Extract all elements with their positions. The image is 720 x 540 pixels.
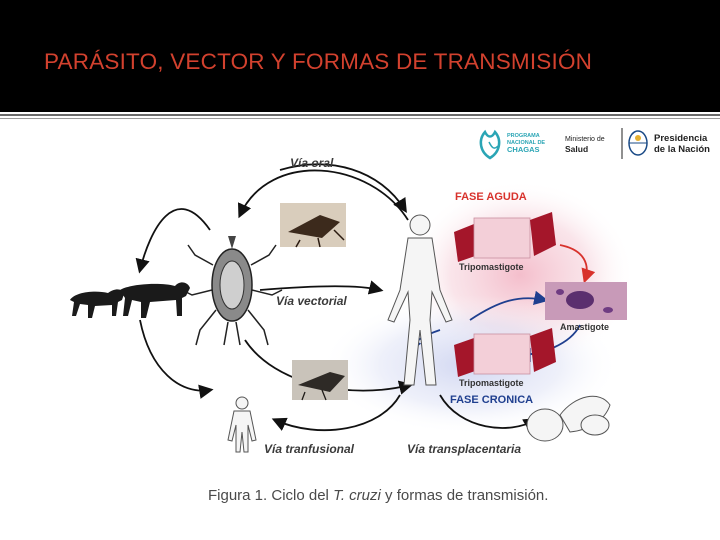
programa-chagas-logo: PROGRAMA NACIONAL DE CHAGAS	[481, 132, 546, 158]
chagas-cycle-figure: PROGRAMA NACIONAL DE CHAGAS Ministerio d…	[0, 120, 720, 540]
dog-silhouette	[120, 282, 190, 318]
ministerio-line2: Salud	[565, 144, 588, 154]
insect-photo-top	[280, 203, 346, 247]
presidencia-line1: Presidencia	[654, 133, 708, 144]
arrow-vectorial	[260, 286, 380, 290]
domestic-animals-illustration	[70, 282, 190, 318]
programa-logo-line1: PROGRAMA	[507, 133, 540, 139]
label-tripomastigote-acute: Tripomastigote	[459, 262, 524, 272]
programa-logo-line3: CHAGAS	[507, 145, 540, 154]
header-divider-thin	[0, 118, 720, 119]
slide-title: PARÁSITO, VECTOR Y FORMAS DE TRANSMISIÓN	[44, 49, 592, 75]
human-donor-illustration	[228, 397, 256, 452]
ministerio-salud-logo: Ministerio de Salud	[565, 128, 622, 159]
cat-silhouette	[70, 289, 124, 318]
caption-suffix: y formas de transmisión.	[381, 487, 549, 504]
insect-photo-bottom	[292, 360, 348, 400]
label-via-transplacentaria: Vía transplacentaria	[407, 442, 521, 456]
label-amastigote: Amastigote	[560, 322, 609, 332]
ministerio-line1: Ministerio de	[565, 136, 605, 143]
figure-caption: Figura 1. Ciclo del T. cruzi y formas de…	[208, 487, 548, 504]
label-via-transfusional: Vía tranfusional	[264, 442, 355, 456]
amastigote-tissue-image	[545, 282, 627, 320]
caption-prefix: Figura 1. Ciclo del	[208, 487, 333, 504]
slide-header: PARÁSITO, VECTOR Y FORMAS DE TRANSMISIÓN	[0, 0, 720, 112]
header-divider	[0, 114, 720, 116]
triatomine-vector-illustration	[182, 236, 282, 345]
label-via-oral: Vía oral	[290, 156, 334, 170]
label-via-vectorial: Vía vectorial	[276, 294, 347, 308]
presidencia-logo: Presidencia de la Nación	[629, 131, 710, 155]
label-fase-aguda: FASE AGUDA	[455, 191, 527, 203]
presidencia-line2: de la Nación	[654, 144, 710, 155]
caption-species: T. cruzi	[333, 487, 381, 504]
arrow-vector-to-animals	[140, 209, 210, 270]
label-tripomastigote-chronic: Tripomastigote	[459, 378, 524, 388]
label-fase-cronica: FASE CRONICA	[450, 394, 533, 406]
